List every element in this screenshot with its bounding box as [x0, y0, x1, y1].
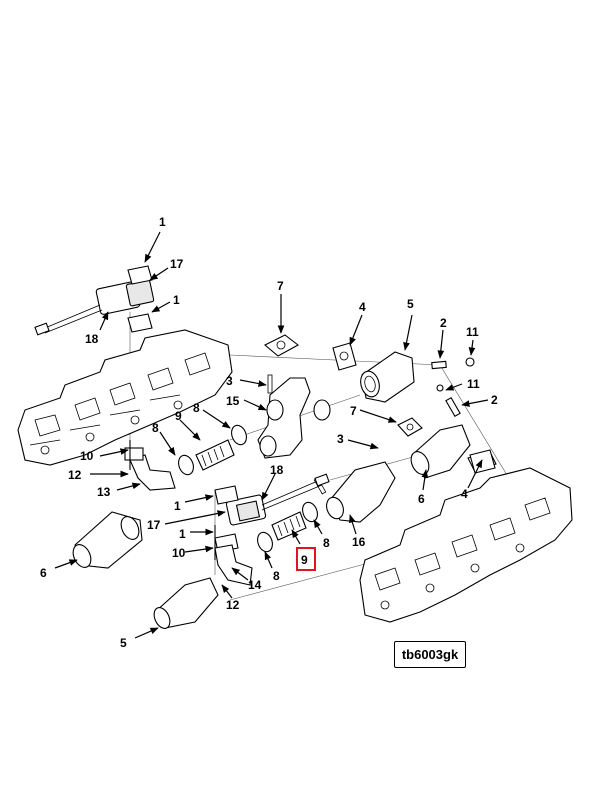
egr-cooler-lower — [153, 577, 219, 629]
drawing-reference-label: tb6003gk — [394, 641, 466, 668]
cylinder-head-upper-left — [17, 329, 233, 466]
callout-7-upper: 7 — [277, 279, 284, 293]
dipstick-tubes — [129, 440, 216, 560]
callout-11-upper: 11 — [466, 325, 479, 339]
callout-8-upper-left: 8 — [152, 421, 159, 435]
callout-8-lower-right: 8 — [323, 536, 330, 550]
callout-4-right: 4 — [461, 487, 468, 501]
callout-15: 15 — [226, 394, 240, 408]
stud-and-nut-right — [436, 384, 461, 418]
callout-leaders — [54, 231, 489, 639]
callout-11-right: 11 — [467, 377, 480, 391]
gasket-right — [397, 417, 423, 437]
callout-12-lower: 12 — [226, 598, 240, 612]
callout-10-lower: 10 — [172, 546, 186, 560]
cylinder-head-lower-right — [359, 467, 573, 623]
callout-2-right: 2 — [491, 393, 498, 407]
callout-5-lower: 5 — [120, 636, 127, 650]
callout-13: 13 — [97, 485, 111, 499]
gasket-4-upper — [332, 342, 357, 371]
callout-6-right: 6 — [418, 492, 425, 506]
callout-8-upper-right: 8 — [193, 401, 200, 415]
callout-18-upper: 18 — [85, 332, 99, 346]
callout-1-lower-a: 1 — [174, 499, 181, 513]
callout-7-right: 7 — [350, 404, 357, 418]
egr-crossover-housing — [257, 374, 331, 459]
stud-and-nut-upper — [431, 357, 475, 370]
callout-4-upper: 4 — [359, 300, 366, 314]
callout-8-lower-left: 8 — [273, 569, 280, 583]
callout-16: 16 — [352, 535, 366, 549]
callout-6-lower-left: 6 — [40, 566, 47, 580]
highlighted-callout-box — [296, 547, 316, 571]
callout-5-upper: 5 — [407, 297, 414, 311]
callout-1-lower-b: 1 — [179, 527, 186, 541]
egr-cooler-lower-left — [72, 511, 143, 569]
callout-labels: 1 17 1 18 7 4 5 2 11 3 15 9 8 11 2 8 10 … — [40, 215, 498, 650]
callout-17-upper: 17 — [170, 257, 184, 271]
callout-1-top: 1 — [159, 215, 166, 229]
callout-3-upper: 3 — [226, 374, 233, 388]
egr-elbow-pipe — [124, 447, 176, 491]
bellows-and-clamps-upper — [178, 424, 247, 476]
callout-14: 14 — [248, 578, 262, 592]
bellows-and-clamps-lower — [257, 501, 318, 553]
callout-12-upper: 12 — [68, 468, 82, 482]
callout-9-upper: 9 — [175, 409, 182, 423]
callout-18-lower: 18 — [270, 463, 284, 477]
callout-2-upper: 2 — [440, 316, 447, 330]
callout-10-upper: 10 — [80, 449, 94, 463]
gasket-4-right — [469, 449, 496, 474]
callout-9-lower: 9 — [301, 553, 308, 567]
egr-crossover-housing-lower — [313, 461, 396, 523]
gasket-upper — [264, 334, 300, 357]
egr-valve-upper — [34, 265, 155, 336]
callout-3-right: 3 — [337, 432, 344, 446]
egr-elbow-lower — [214, 544, 253, 586]
callout-17-lower: 17 — [147, 518, 161, 532]
callout-1-upper: 1 — [173, 293, 180, 307]
egr-cooler-upper — [360, 351, 415, 403]
